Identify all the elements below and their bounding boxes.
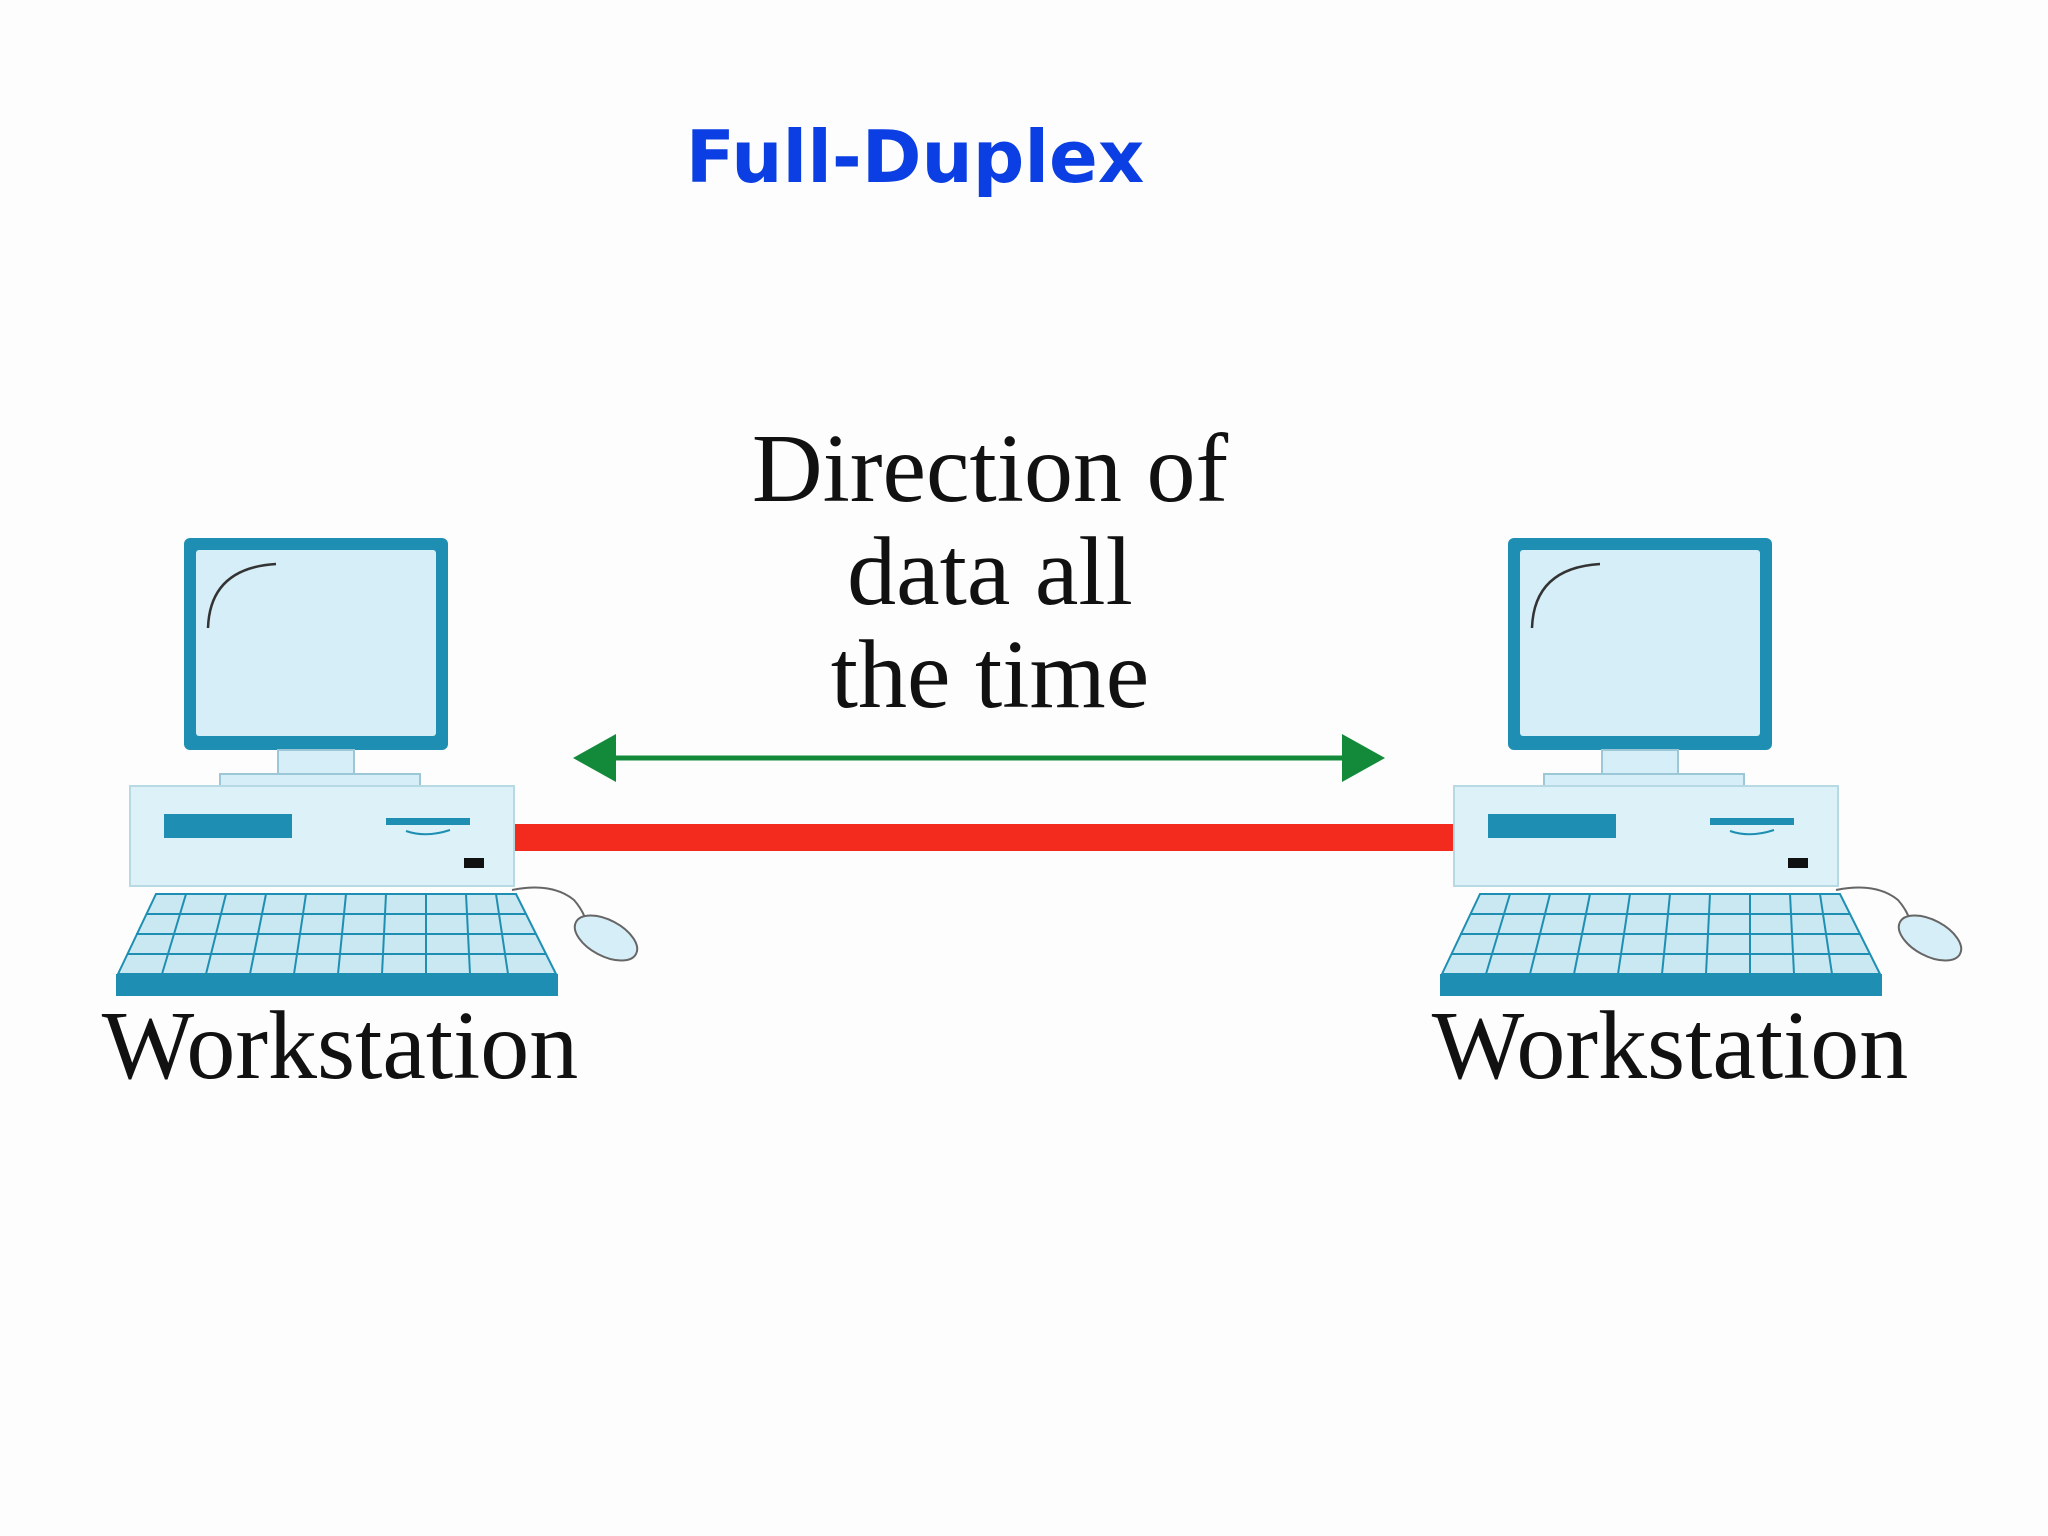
caption-line-1: Direction of: [751, 415, 1229, 523]
workstation-label-right: Workstation: [1431, 992, 1909, 1100]
workstation-computer-icon: [114, 536, 646, 998]
caption-line-3: the time: [830, 621, 1150, 729]
double-headed-arrow: [573, 734, 1385, 782]
direction-caption: Direction of data all the time: [620, 418, 1360, 727]
network-cable: [506, 824, 1458, 851]
workstation-label-left: Workstation: [101, 992, 579, 1100]
diagram-title: Full-Duplex: [685, 115, 1145, 199]
caption-line-2: data all: [847, 518, 1133, 626]
workstation-computer-icon: [1438, 536, 1970, 998]
